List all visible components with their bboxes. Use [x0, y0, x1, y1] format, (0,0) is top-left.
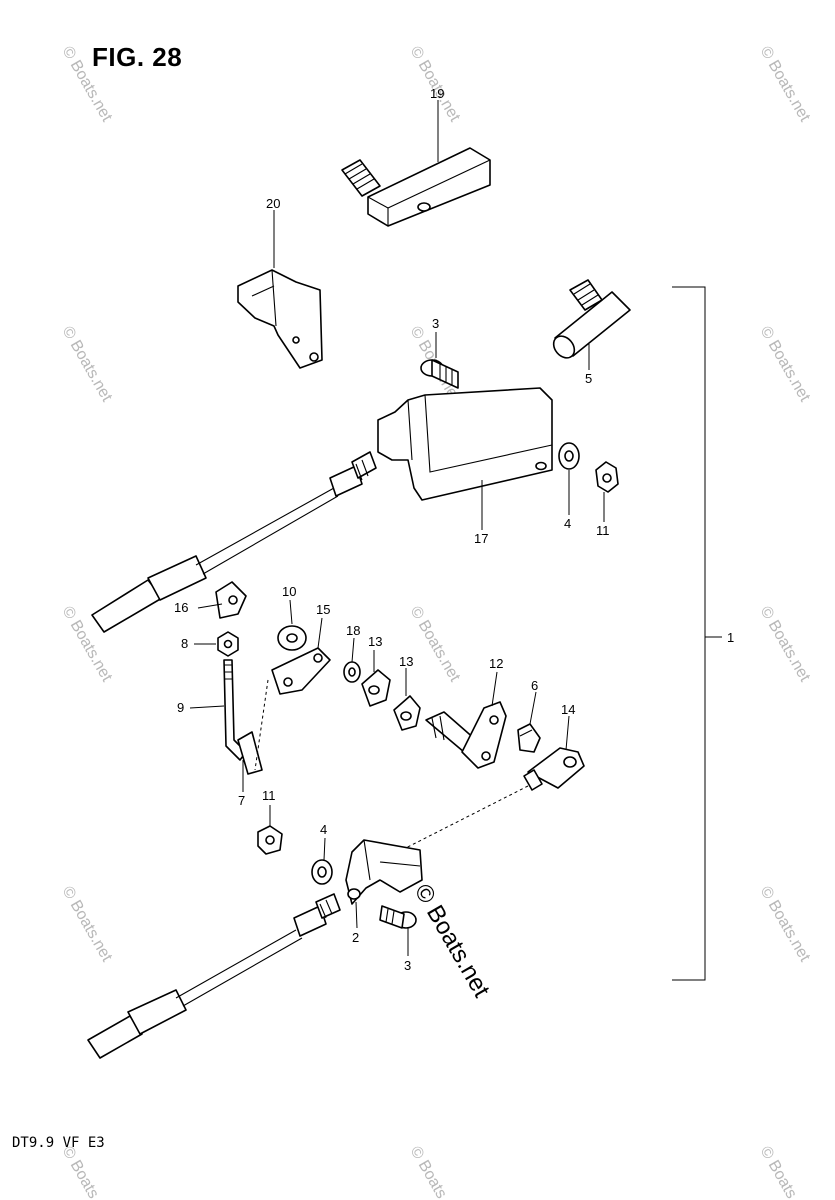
- leader-lines: [189, 599, 570, 956]
- label-8: 8: [181, 636, 188, 651]
- part-17-main-bracket: [377, 387, 553, 530]
- label-14: 14: [561, 702, 575, 717]
- watermark: © Boats.net: [757, 1144, 814, 1200]
- watermark: © Boats.net: [407, 604, 464, 686]
- part-8-nut: [217, 631, 239, 657]
- part-19-clamp-block: [341, 100, 491, 227]
- label-2: 2: [352, 930, 359, 945]
- leader-dashed: [389, 785, 529, 857]
- part-13-collar-b: [393, 695, 421, 731]
- part-11-nut-top: [595, 461, 619, 522]
- part-20-bracket-plate: [237, 210, 323, 369]
- label-16: 16: [174, 600, 188, 615]
- part-15-plate: [271, 647, 331, 695]
- watermark: © Boats.net: [59, 324, 116, 406]
- assembly-bracket: [672, 286, 722, 981]
- part-2-lower-bracket: [345, 839, 423, 905]
- label-17: 17: [474, 531, 488, 546]
- label-9: 9: [177, 700, 184, 715]
- part-11-nut-lower: [257, 825, 283, 855]
- label-13: 13: [399, 654, 413, 669]
- label-12: 12: [489, 656, 503, 671]
- label-3: 3: [432, 316, 439, 331]
- part-12-lever-arm: [425, 701, 507, 769]
- watermark-layer: © Boats.net © Boats.net © Boats.net © Bo…: [59, 44, 814, 1200]
- part-3-bolt-top: [420, 332, 459, 389]
- label-5: 5: [585, 371, 592, 386]
- label-1: 1: [727, 630, 734, 645]
- watermark: © Boats.net: [757, 604, 814, 686]
- label-20: 20: [266, 196, 280, 211]
- model-code: DT9.9 VF E3: [12, 1135, 105, 1151]
- label-4: 4: [320, 822, 327, 837]
- part-3-bolt-lower: [379, 905, 417, 929]
- part-4-washer-lower: [311, 859, 333, 885]
- label-10: 10: [282, 584, 296, 599]
- watermark: © Boats.net: [59, 44, 116, 126]
- label-19: 19: [430, 86, 444, 101]
- label-7: 7: [238, 793, 245, 808]
- part-16-clip: [215, 581, 247, 619]
- label-4: 4: [564, 516, 571, 531]
- part-14-socket: [523, 747, 585, 791]
- label-11: 11: [596, 523, 610, 538]
- part-labels: 19 20 3 5 4 11 17 16 10 15 8 18 13 13 12…: [174, 86, 734, 973]
- part-13-collar-a: [361, 669, 391, 707]
- label-3: 3: [404, 958, 411, 973]
- figure-title: FIG. 28: [92, 42, 183, 72]
- watermark: © Boats.net: [59, 1144, 116, 1200]
- upper-cable: [91, 451, 377, 633]
- watermark: © Boats.net: [59, 884, 116, 966]
- part-18-washer: [343, 661, 361, 683]
- label-11: 11: [262, 788, 276, 803]
- watermark: © Boats.net: [757, 884, 814, 966]
- watermark: © Boats.net: [407, 44, 464, 126]
- lower-cable: [87, 893, 341, 1059]
- part-6-stud: [517, 723, 541, 753]
- label-15: 15: [316, 602, 330, 617]
- watermark: © Boats.net: [757, 44, 814, 126]
- part-9-rod: [223, 659, 263, 775]
- watermark: © Boats.net: [757, 324, 814, 406]
- part-10-bushing: [277, 625, 307, 651]
- part-4-washer-top: [558, 442, 580, 515]
- label-18: 18: [346, 623, 360, 638]
- label-6: 6: [531, 678, 538, 693]
- watermark-center: © Boats.net: [409, 880, 495, 1003]
- label-13: 13: [368, 634, 382, 649]
- watermark: © Boats.net: [407, 1144, 464, 1200]
- part-5-pin: [552, 279, 631, 370]
